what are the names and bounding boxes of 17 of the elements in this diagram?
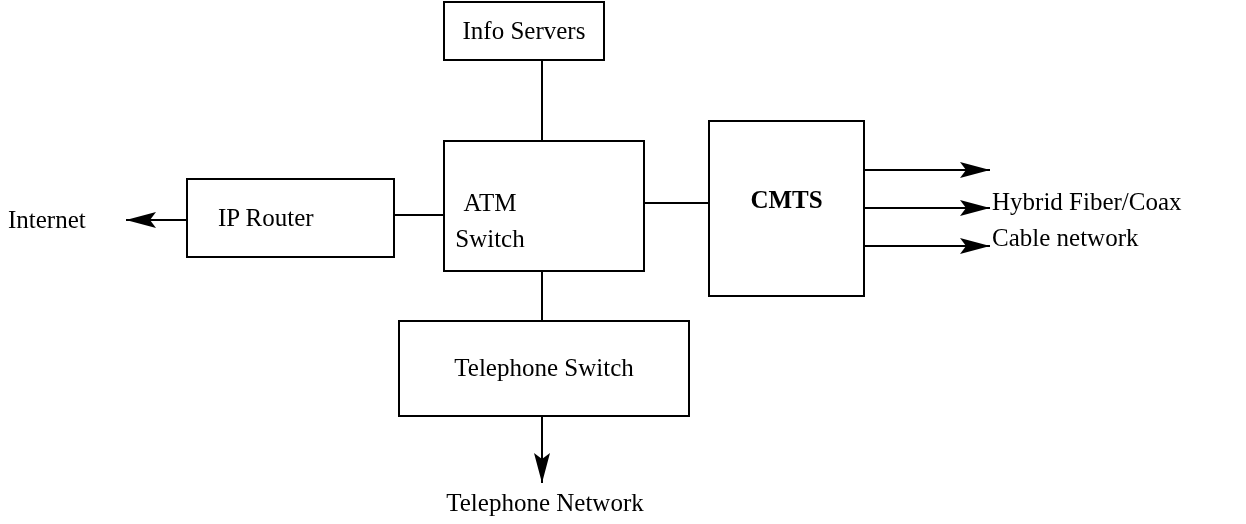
- connector-line: [541, 60, 543, 141]
- arrow: [534, 416, 550, 484]
- connector-line: [394, 214, 444, 216]
- process-box: CMTS: [708, 120, 865, 297]
- process-box: Info Servers: [443, 1, 605, 61]
- process-box: ATM Switch: [443, 140, 645, 272]
- endpoint-label: Internet: [8, 200, 126, 240]
- connector-line: [541, 271, 543, 321]
- arrow: [864, 238, 991, 254]
- arrow: [864, 162, 991, 178]
- process-box: IP Router: [186, 178, 395, 258]
- arrow: [864, 200, 991, 216]
- endpoint-label: Telephone Network: [398, 483, 692, 523]
- arrow: [125, 212, 187, 228]
- endpoint-label: Hybrid Fiber/Coax Cable network: [990, 170, 1244, 270]
- process-box: Telephone Switch: [398, 320, 690, 417]
- connector-line: [644, 202, 709, 204]
